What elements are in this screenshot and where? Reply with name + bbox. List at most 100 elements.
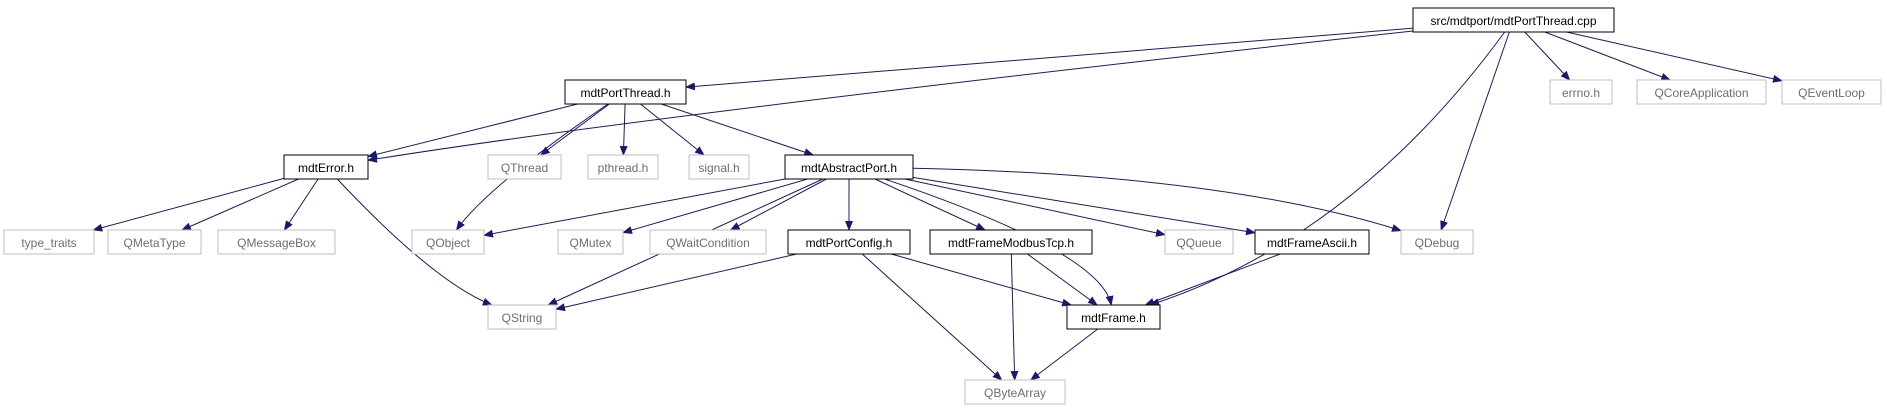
node-box xyxy=(1254,229,1370,255)
node-label: mdtPortConfig.h xyxy=(806,236,893,250)
node-label: mdtAbstractPort.h xyxy=(801,161,897,175)
edge-abstractport_h-to-qwaitcondition xyxy=(729,178,827,231)
node-label: mdtFrame.h xyxy=(1081,311,1146,325)
edge-portthread_h-to-pthread_h xyxy=(619,103,628,156)
edge-root-to-portthread_h xyxy=(685,27,1414,91)
node-box xyxy=(649,229,767,255)
edge-mdterror_h-to-qmetatype xyxy=(181,178,299,231)
edge-frameascii_h-to-mdtframe_h xyxy=(1144,253,1281,306)
node-portconfig_h[interactable]: mdtPortConfig.h xyxy=(787,229,911,255)
node-mdtframe_h[interactable]: mdtFrame.h xyxy=(1066,304,1161,330)
node-label: mdtError.h xyxy=(298,161,354,175)
node-box xyxy=(1636,79,1767,105)
node-box xyxy=(1781,79,1882,105)
node-label: signal.h xyxy=(698,161,739,175)
edge-abstractport_h-to-qqueue xyxy=(904,178,1166,237)
edge-portconfig_h-to-mdtframe_h xyxy=(891,253,1073,307)
edge-portthread_h-to-qthread xyxy=(539,103,610,156)
edge-abstractport_h-to-qmutex xyxy=(622,178,808,234)
node-qqueue: QQueue xyxy=(1164,229,1234,255)
edge-root-to-qeventloop xyxy=(1566,31,1783,83)
node-box xyxy=(564,79,687,105)
node-box xyxy=(217,229,336,255)
edge-portconfig_h-to-qbytearray xyxy=(861,253,1003,381)
node-label: type_traits xyxy=(21,236,76,250)
node-label: pthread.h xyxy=(598,161,649,175)
node-label: QObject xyxy=(426,236,471,250)
edge-mdterror_h-to-type_traits xyxy=(92,177,285,232)
edge-abstractport_h-to-qdebug xyxy=(912,167,1402,232)
node-box xyxy=(283,154,369,180)
node-box xyxy=(411,229,485,255)
node-label: QCoreApplication xyxy=(1654,86,1748,100)
node-box xyxy=(557,229,624,255)
node-qmessagebox: QMessageBox xyxy=(217,229,336,255)
edge-root-to-errno_h xyxy=(1524,31,1571,81)
node-box xyxy=(1549,79,1613,105)
edge-mdtframe_h-to-qbytearray xyxy=(1029,328,1099,381)
node-box xyxy=(929,229,1093,255)
node-mdterror_h[interactable]: mdtError.h xyxy=(283,154,369,180)
edge-framemodbustcp_h-to-qbytearray xyxy=(1010,253,1019,381)
node-portthread_h[interactable]: mdtPortThread.h xyxy=(564,79,687,105)
node-qobject: QObject xyxy=(411,229,485,255)
edge-portthread_h-to-abstractport_h xyxy=(661,103,815,156)
node-qdebug: QDebug xyxy=(1400,229,1474,255)
edge-portconfig_h-to-qstring xyxy=(555,253,797,312)
node-label: QMetaType xyxy=(123,236,185,250)
nodes-layer: src/mdtport/mdtPortThread.cpp mdtPortThre… xyxy=(3,7,1882,405)
node-abstractport_h[interactable]: mdtAbstractPort.h xyxy=(784,154,914,180)
edge-portthread_h-to-mdterror_h xyxy=(367,103,578,159)
node-label: QThread xyxy=(501,161,548,175)
edge-portthread_h-to-signal_h xyxy=(640,103,705,156)
node-box xyxy=(787,229,911,255)
node-box xyxy=(487,154,562,180)
node-errno_h: errno.h xyxy=(1549,79,1613,105)
edge-abstractport_h-to-frameascii_h xyxy=(912,176,1256,236)
node-box xyxy=(688,154,750,180)
node-box xyxy=(3,229,95,255)
node-signal_h: signal.h xyxy=(688,154,750,180)
node-box xyxy=(587,154,659,180)
node-label: QString xyxy=(502,311,543,325)
node-qbytearray: QByteArray xyxy=(964,379,1066,405)
edge-root-to-mdtframe_h xyxy=(1149,31,1506,307)
node-frameascii_h[interactable]: mdtFrameAscii.h xyxy=(1254,229,1370,255)
edge-root-to-qdebug xyxy=(1440,31,1510,231)
node-box xyxy=(1066,304,1161,330)
node-qwaitcondition: QWaitCondition xyxy=(649,229,767,255)
edge-framemodbustcp_h-to-mdtframe_h xyxy=(1027,253,1098,306)
node-label: QByteArray xyxy=(984,386,1046,400)
edge-root-to-qcoreapp xyxy=(1544,31,1672,81)
node-label: QDebug xyxy=(1415,236,1460,250)
node-box xyxy=(1400,229,1474,255)
edge-abstractport_h-to-framemodbustcp_h xyxy=(874,178,986,231)
node-label: QMessageBox xyxy=(237,236,316,250)
edge-abstractport_h-to-qobject xyxy=(483,178,786,238)
edge-root-to-mdterror_h xyxy=(367,30,1414,163)
node-box xyxy=(1164,229,1234,255)
node-label: errno.h xyxy=(1562,86,1600,100)
node-label: QQueue xyxy=(1176,236,1222,250)
node-label: QWaitCondition xyxy=(666,236,750,250)
edge-mdterror_h-to-qstring xyxy=(336,178,493,306)
node-box xyxy=(487,304,557,330)
node-label: mdtFrameModbusTcp.h xyxy=(948,236,1074,250)
node-label: QEventLoop xyxy=(1798,86,1865,100)
node-box xyxy=(1412,7,1615,33)
node-box xyxy=(107,229,202,255)
node-box xyxy=(784,154,914,180)
node-label: mdtFrameAscii.h xyxy=(1267,236,1357,250)
node-pthread_h: pthread.h xyxy=(587,154,659,180)
edge-mdterror_h-to-qmessagebox xyxy=(283,178,319,231)
edges-layer xyxy=(92,27,1783,381)
node-type_traits: type_traits xyxy=(3,229,95,255)
node-framemodbustcp_h[interactable]: mdtFrameModbusTcp.h xyxy=(929,229,1093,255)
node-label: src/mdtport/mdtPortThread.cpp xyxy=(1430,14,1596,28)
node-root[interactable]: src/mdtport/mdtPortThread.cpp xyxy=(1412,7,1615,33)
node-qthread: QThread xyxy=(487,154,562,180)
node-label: mdtPortThread.h xyxy=(580,86,670,100)
node-qmutex: QMutex xyxy=(557,229,624,255)
node-label: QMutex xyxy=(569,236,611,250)
